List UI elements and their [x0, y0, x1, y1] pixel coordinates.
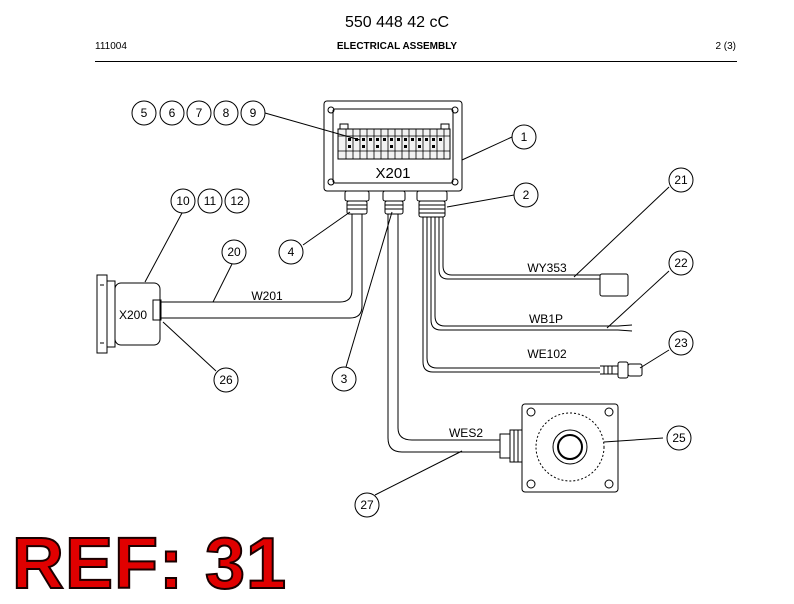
callout-1	[511, 124, 537, 150]
callout-23	[668, 330, 694, 356]
document-title: ELECTRICAL ASSEMBLY	[336, 41, 458, 52]
connector-x200	[96, 274, 162, 354]
callout-number: 3	[341, 372, 348, 386]
junction-box-label: X201	[375, 165, 410, 182]
cable-label-wy353: WY353	[527, 261, 567, 275]
callout-22	[668, 250, 694, 276]
callout-20	[221, 239, 247, 265]
callout-number: 26	[219, 373, 233, 387]
callout-4	[278, 239, 304, 265]
callout-number: 11	[204, 194, 217, 208]
callout-3	[331, 366, 357, 392]
callout-9	[240, 100, 266, 126]
cable-w201	[160, 214, 363, 319]
callout-number: 10	[176, 194, 190, 208]
callout-number: 21	[674, 173, 688, 187]
junction-box-x201	[323, 100, 463, 192]
document-number: 550 448 42 cC	[344, 14, 450, 31]
callout-number: 4	[288, 245, 295, 259]
page-indicator: 2 (3)	[715, 41, 736, 52]
callout-number: 12	[230, 194, 244, 208]
reference-label: REF: 31	[11, 524, 288, 604]
callout-27	[354, 492, 380, 518]
callout-number: 20	[227, 245, 241, 259]
leader-lines	[144, 112, 670, 496]
callout-11	[197, 188, 223, 214]
callout-8	[213, 100, 239, 126]
callout-number: 7	[196, 106, 203, 120]
connector-label: X200	[119, 308, 147, 322]
cable-glands	[344, 190, 448, 218]
callout-number: 8	[223, 106, 230, 120]
callout-12	[224, 188, 250, 214]
cable-we102	[422, 217, 643, 379]
sensor-plate	[521, 403, 619, 493]
callout-number: 2	[523, 188, 530, 202]
callouts	[131, 100, 694, 518]
callout-26	[213, 367, 239, 393]
callout-number: 27	[360, 498, 374, 512]
callout-number: 5	[141, 106, 148, 120]
cable-label-wes2: WES2	[449, 426, 483, 440]
callout-number: 9	[250, 106, 257, 120]
callout-number: 1	[521, 130, 528, 144]
callout-7	[186, 100, 212, 126]
document-code: 111004	[95, 41, 127, 52]
cable-label-we102: WE102	[527, 347, 567, 361]
callout-number: 6	[169, 106, 176, 120]
callout-21	[668, 167, 694, 193]
callout-10	[170, 188, 196, 214]
cable-label-wb1p: WB1P	[529, 312, 563, 326]
cable-label-w201: W201	[251, 289, 283, 303]
header-rule	[95, 61, 737, 62]
callout-25	[666, 425, 692, 451]
cable-wy353	[438, 217, 629, 297]
callout-numbers: 5 6 7 8 9 1 2 10 11 12 21 20 4 22 23 26 …	[141, 106, 688, 512]
callout-number: 25	[672, 431, 686, 445]
cable-wb1p	[430, 217, 633, 332]
cable-wes2	[387, 214, 523, 463]
callout-number: 22	[674, 256, 688, 270]
callout-6	[159, 100, 185, 126]
callout-5	[131, 100, 157, 126]
callout-number: 23	[674, 336, 688, 350]
callout-2	[513, 182, 539, 208]
